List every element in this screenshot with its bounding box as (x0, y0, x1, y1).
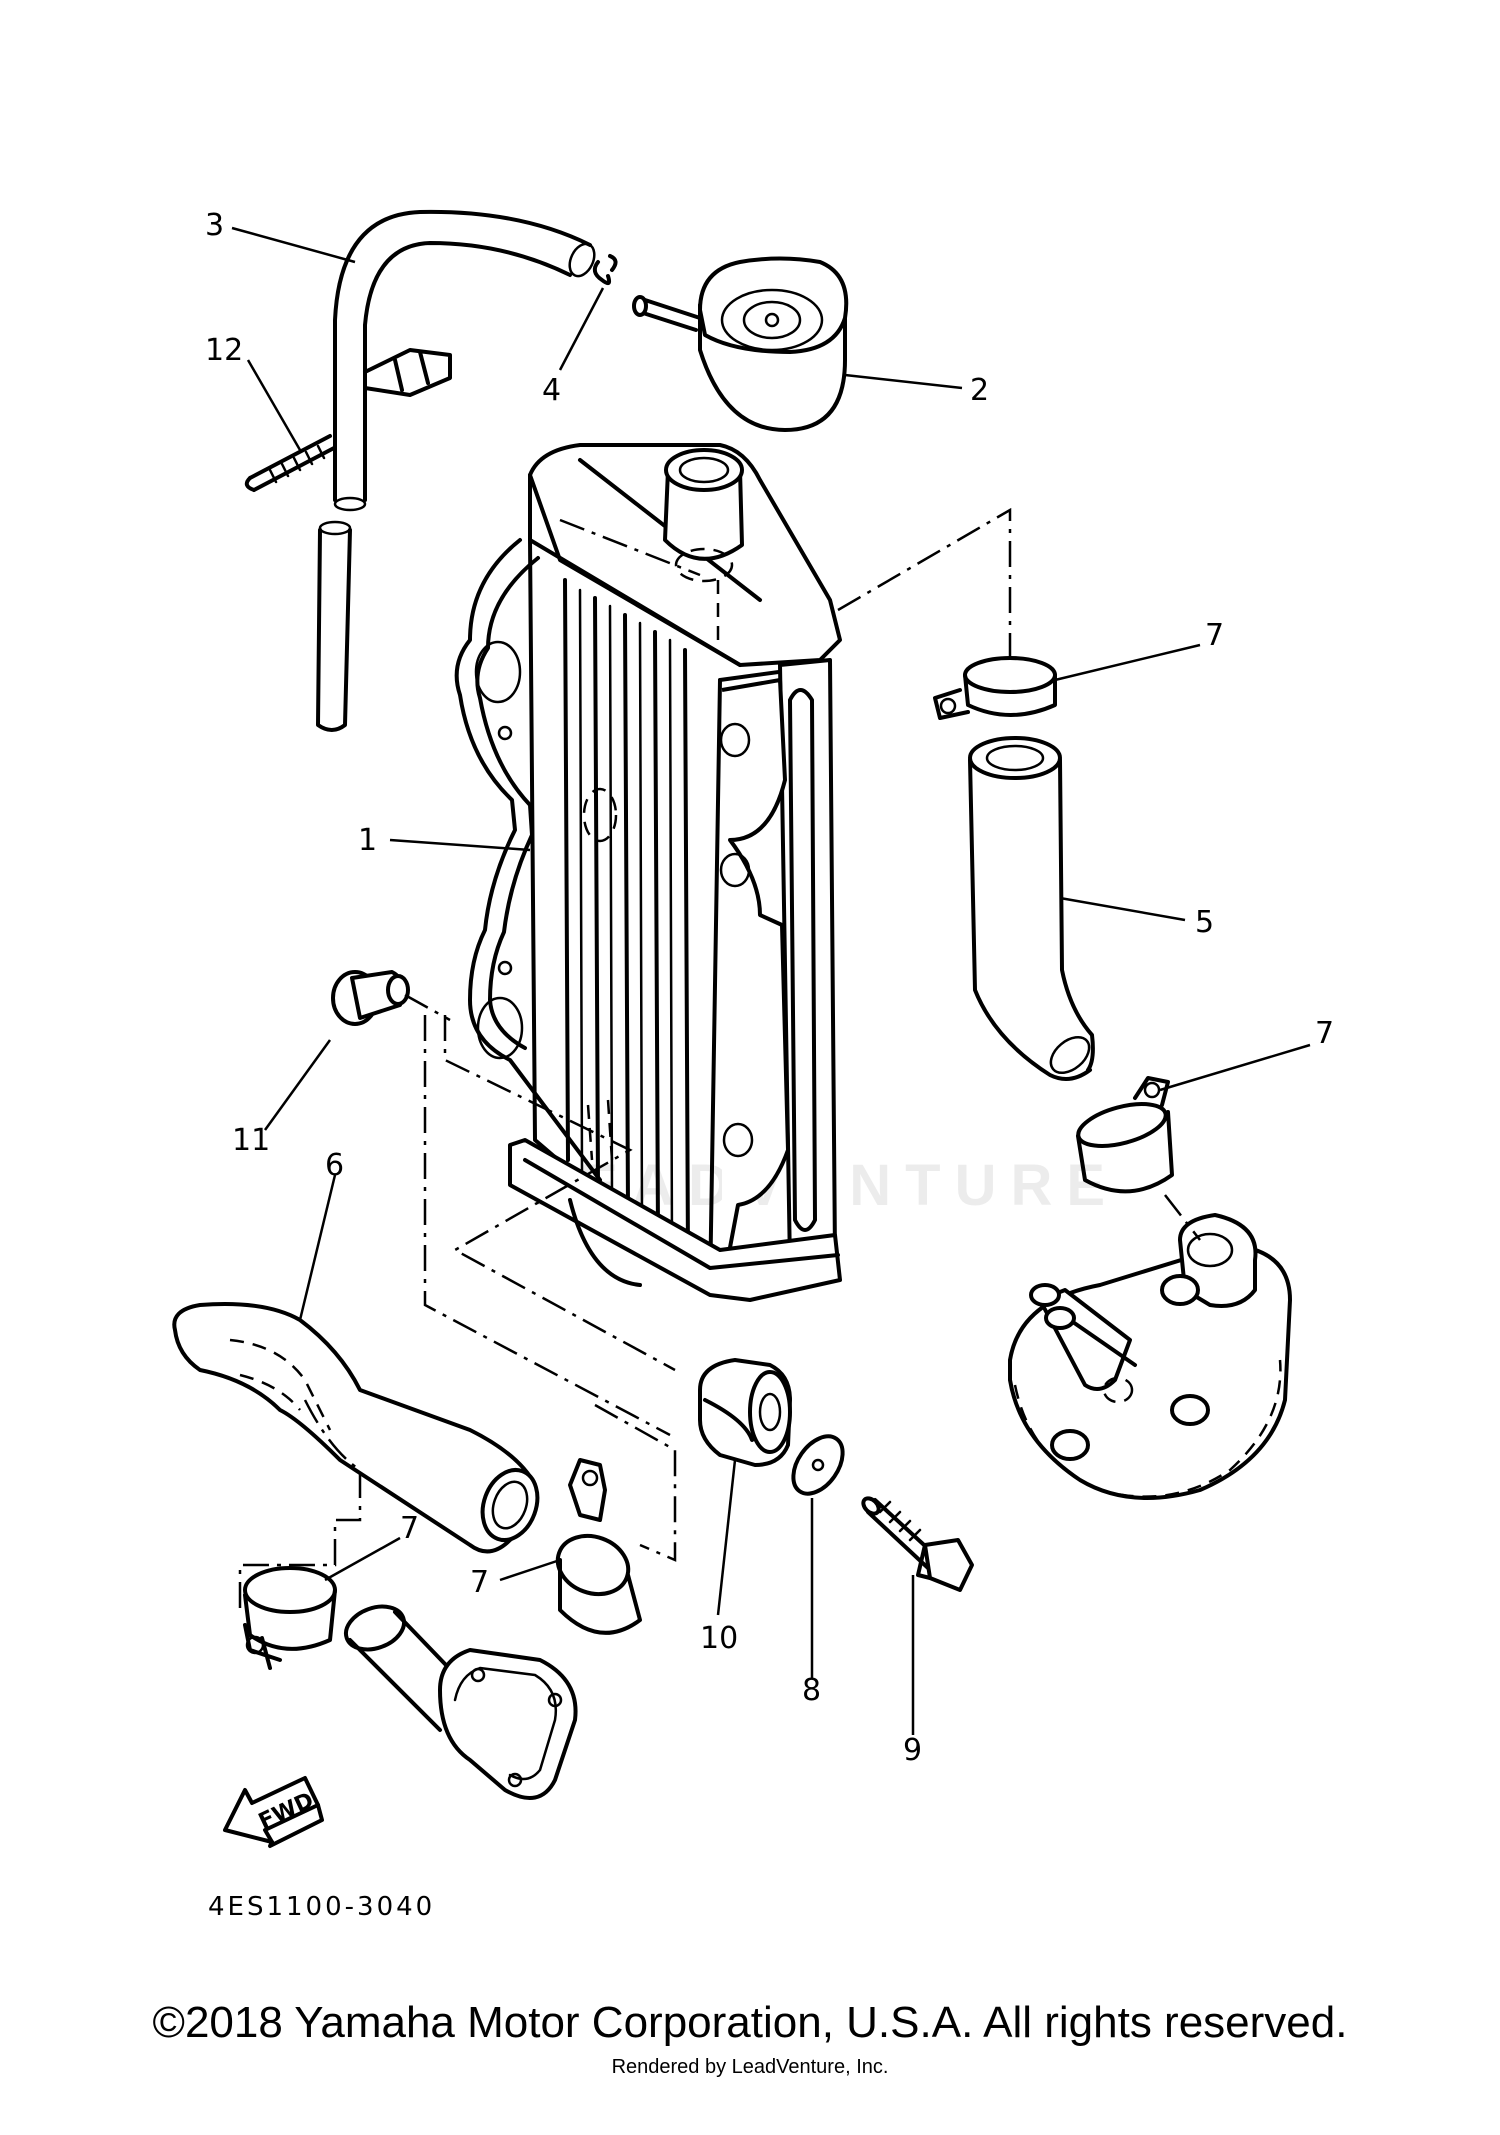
callout-7-lower-middle: 7 (470, 1565, 489, 1600)
part-7-hose-clamp-right (1076, 1076, 1174, 1194)
callout-numbers: 3 12 4 2 7 1 5 7 11 6 7 7 10 8 9 (205, 208, 1334, 1768)
bracket-centerlines (423, 1015, 677, 1562)
copyright-notice: ©2018 Yamaha Motor Corporation, U.S.A. A… (152, 1998, 1348, 2047)
callout-2: 2 (970, 373, 989, 408)
callout-8: 8 (802, 1673, 821, 1708)
part-4-clip (592, 254, 618, 286)
part-5-upper-hose (968, 736, 1095, 1081)
callout-1: 1 (358, 823, 377, 858)
part-12-cable-tie (244, 348, 452, 492)
part-8-washer (791, 1434, 845, 1496)
callout-7-right: 7 (1315, 1016, 1334, 1051)
part-10-damper (698, 1358, 792, 1467)
part-7-hose-clamp-lower-left (243, 1566, 337, 1670)
part-7-hose-clamp-lower-middle (555, 1458, 642, 1635)
callout-4: 4 (542, 373, 561, 408)
leader-lines (231, 226, 1311, 1735)
diagram-part-code: 4ES1100-3040 (208, 1892, 435, 1922)
part-11-grommet (331, 970, 451, 1026)
callout-7-lower-left: 7 (400, 1511, 419, 1546)
callout-3: 3 (205, 208, 224, 243)
callout-9: 9 (903, 1733, 922, 1768)
part-1-radiator (454, 443, 1012, 1302)
part-7-hose-clamp-top (933, 656, 1057, 720)
water-pump-outlet (343, 1604, 578, 1800)
callout-6: 6 (325, 1148, 344, 1183)
part-2-radiator-cap (632, 256, 849, 432)
callout-11: 11 (232, 1123, 270, 1158)
callout-12: 12 (205, 333, 243, 368)
part-9-bolt (861, 1496, 974, 1592)
part-6-lower-hose (172, 1302, 540, 1610)
callout-7-top: 7 (1205, 618, 1224, 653)
cylinder-head (1008, 1194, 1292, 1500)
callout-10: 10 (700, 1621, 738, 1656)
rendered-by-credit: Rendered by LeadVenture, Inc. (611, 2056, 889, 2078)
forward-direction-arrow: FWD (223, 1776, 324, 1848)
part-3-overflow-hose (316, 209, 596, 732)
callout-5: 5 (1195, 905, 1214, 940)
